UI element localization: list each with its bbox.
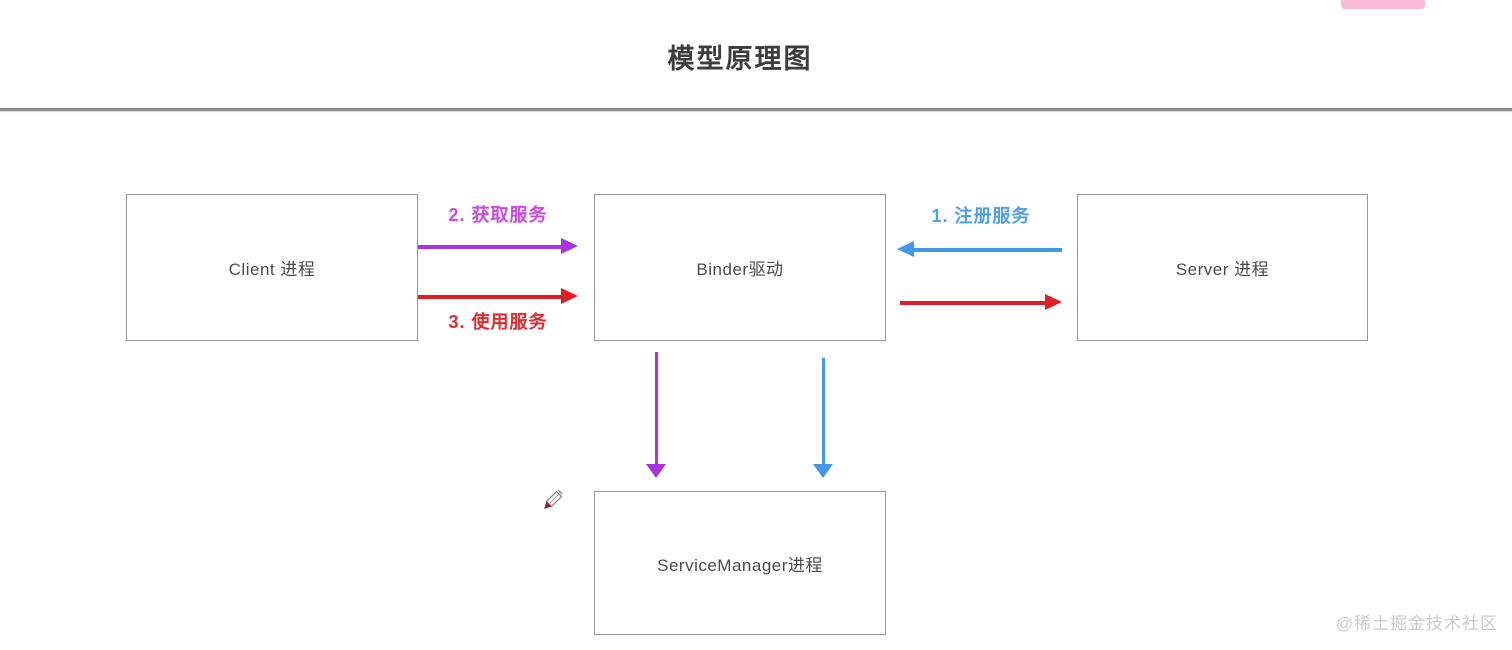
use-service-arrow-label: 3. 使用服务	[448, 312, 548, 332]
arrowhead-down-icon	[813, 464, 833, 478]
pink-highlight-smudge	[1341, 0, 1425, 9]
pencil-icon	[544, 489, 563, 509]
arrowhead-right-icon	[561, 288, 578, 304]
service-manager-process-box: ServiceManager进程	[594, 491, 886, 635]
arrow-shaft	[418, 294, 563, 299]
binder-driver-label: Binder驱动	[696, 260, 784, 279]
watermark: @稀土掘金技术社区	[1335, 614, 1498, 633]
arrowhead-left-icon	[897, 241, 914, 257]
binder-driver-box: Binder驱动	[594, 194, 886, 341]
diagram-title: 模型原理图	[667, 44, 813, 74]
binder-to-servicemanager-purple-arrow	[646, 352, 667, 478]
client-process-label: Client 进程	[228, 260, 316, 279]
binder-to-servicemanager-blue-arrow	[813, 358, 834, 478]
arrowhead-right-icon	[561, 238, 578, 254]
arrow-shaft	[821, 358, 825, 465]
service-manager-process-label: ServiceManager进程	[657, 555, 823, 575]
acquire-service-arrow-label: 2. 获取服务	[448, 205, 548, 225]
use-service-arrow	[418, 288, 578, 305]
arrow-shaft	[900, 300, 1047, 305]
acquire-service-arrow	[418, 238, 578, 255]
arrow-shaft	[418, 244, 563, 249]
arrow-shaft	[912, 247, 1062, 252]
register-service-arrow-label: 1. 注册服务	[931, 206, 1031, 226]
binder-to-server-arrow	[900, 294, 1062, 311]
header-divider	[0, 108, 1512, 111]
server-process-box: Server 进程	[1077, 194, 1368, 341]
arrowhead-down-icon	[646, 464, 666, 478]
arrowhead-right-icon	[1045, 294, 1062, 310]
server-process-label: Server 进程	[1175, 260, 1270, 279]
register-service-arrow	[897, 241, 1062, 258]
arrow-shaft	[654, 352, 658, 465]
client-process-box: Client 进程	[126, 194, 418, 341]
